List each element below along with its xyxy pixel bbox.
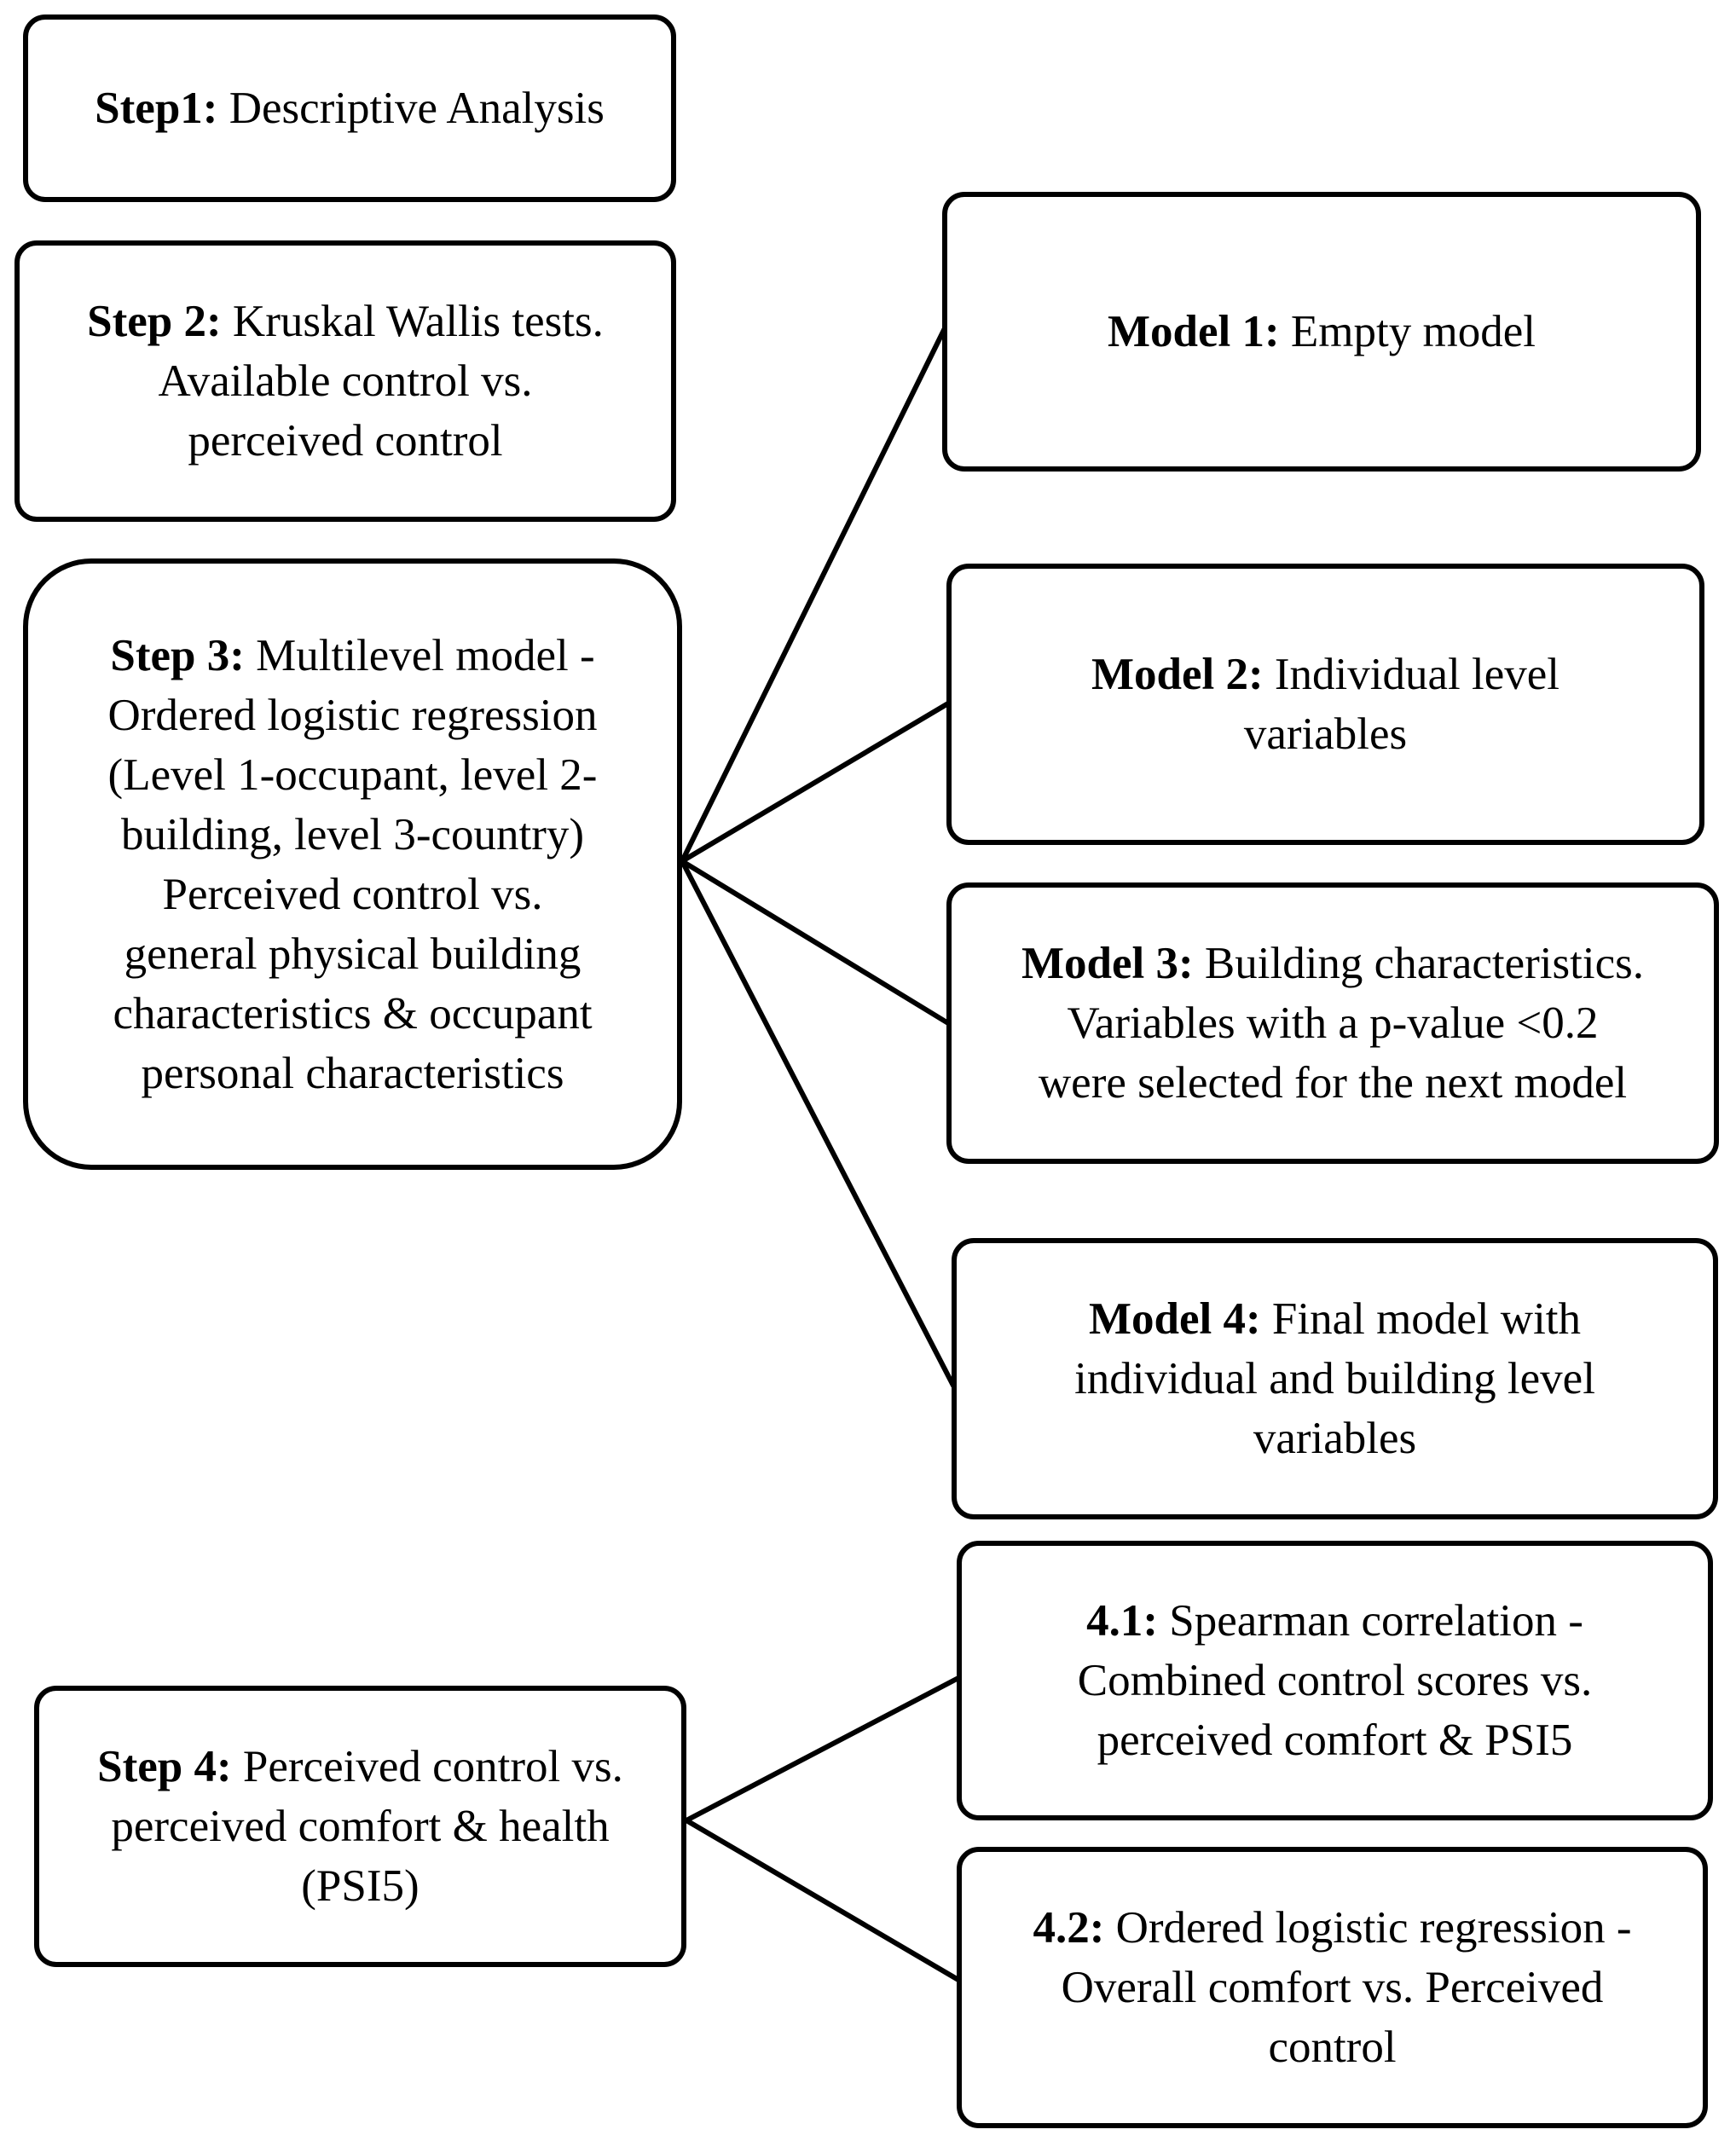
step4-label: Step 4: (97, 1742, 232, 1791)
step4-line: perceived comfort & health (111, 1802, 610, 1851)
step3-line: characteristics & occupant (113, 988, 593, 1039)
step2-text: Step 2: Kruskal Wallis tests. Available … (87, 292, 604, 471)
step3-line: general physical building (124, 929, 582, 979)
model4-line: individual and building level (1074, 1354, 1595, 1403)
model3-text: Model 3: Building characteristics. Varia… (1021, 934, 1644, 1113)
step4-line: Perceived control vs. (242, 1742, 623, 1791)
substep-4-2-line: control (1268, 2022, 1397, 2072)
model1-label: Model 1: (1108, 307, 1280, 356)
step3-line: (Level 1-occupant, level 2- (107, 749, 598, 800)
substep-4-2-box: 4.2: Ordered logistic regression - Overa… (957, 1847, 1708, 2128)
model1-line: Empty model (1290, 307, 1536, 356)
step3-box: Step 3: Multilevel model - Ordered logis… (23, 558, 682, 1170)
step4-box: Step 4: Perceived control vs. perceived … (34, 1686, 686, 1967)
connector-step3-model1 (680, 326, 947, 864)
step2-box: Step 2: Kruskal Wallis tests. Available … (14, 240, 676, 522)
step3-text: Step 3: Multilevel model - Ordered logis… (108, 626, 598, 1103)
connector-step4-4-1 (684, 1675, 961, 1823)
step2-label: Step 2: (87, 297, 222, 346)
substep-4-1-text: 4.1: Spearman correlation - Combined con… (1078, 1591, 1593, 1770)
step3-line: Ordered logistic regression (107, 690, 598, 740)
model3-label: Model 3: (1021, 939, 1194, 988)
connector-step3-model4 (680, 859, 956, 1388)
substep-4-1-line: Combined control scores vs. (1077, 1656, 1593, 1705)
model2-line: variables (1243, 709, 1408, 759)
model3-box: Model 3: Building characteristics. Varia… (946, 882, 1719, 1164)
step1-box: Step1: Descriptive Analysis (23, 14, 676, 202)
step2-line: Available control vs. (158, 356, 533, 406)
substep-4-2-label: 4.2: (1033, 1903, 1105, 1953)
substep-4-2-line: Ordered logistic regression - (1115, 1903, 1632, 1953)
step1-description: Descriptive Analysis (229, 84, 605, 133)
step3-line: personal characteristics (141, 1048, 564, 1098)
model3-line: Variables with a p-value <0.2 (1067, 998, 1599, 1048)
step4-text: Step 4: Perceived control vs. perceived … (97, 1737, 623, 1916)
step3-line: building, level 3-country) (120, 809, 585, 859)
model4-text: Model 4: Final model with individual and… (1074, 1289, 1595, 1468)
model4-line: variables (1253, 1414, 1417, 1463)
step4-line: (PSI5) (301, 1861, 420, 1911)
step3-line: Perceived control vs. (162, 869, 543, 919)
model3-line: were selected for the next model (1038, 1058, 1628, 1108)
connector-step3-model3 (680, 859, 951, 1026)
model2-label: Model 2: (1091, 650, 1264, 699)
step3-label: Step 3: (110, 630, 245, 680)
model4-box: Model 4: Final model with individual and… (952, 1238, 1718, 1519)
step1-label: Step1: (95, 84, 218, 133)
substep-4-1-line: Spearman correlation - (1169, 1596, 1583, 1646)
substep-4-2-line: Overall comfort vs. Perceived (1061, 1963, 1604, 2012)
model4-label: Model 4: (1088, 1294, 1261, 1344)
model1-box: Model 1: Empty model (942, 192, 1701, 472)
step2-line: Kruskal Wallis tests. (232, 297, 604, 346)
substep-4-1-line: perceived comfort & PSI5 (1097, 1716, 1573, 1765)
connector-step4-4-2 (684, 1818, 961, 1982)
step3-line: Multilevel model - (256, 630, 595, 680)
model2-text: Model 2: Individual level variables (1091, 645, 1560, 764)
substep-4-1-box: 4.1: Spearman correlation - Combined con… (957, 1541, 1713, 1820)
substep-4-2-text: 4.2: Ordered logistic regression - Overa… (1033, 1898, 1631, 2077)
step2-line: perceived control (188, 416, 503, 466)
model2-line: Individual level (1274, 650, 1560, 699)
step1-text: Step1: Descriptive Analysis (95, 78, 605, 138)
model2-box: Model 2: Individual level variables (946, 564, 1704, 845)
model4-line: Final model with (1271, 1294, 1582, 1344)
model1-text: Model 1: Empty model (1108, 302, 1536, 362)
substep-4-1-label: 4.1: (1086, 1596, 1159, 1646)
connector-step3-model2 (680, 701, 951, 864)
model3-line: Building characteristics. (1204, 939, 1645, 988)
